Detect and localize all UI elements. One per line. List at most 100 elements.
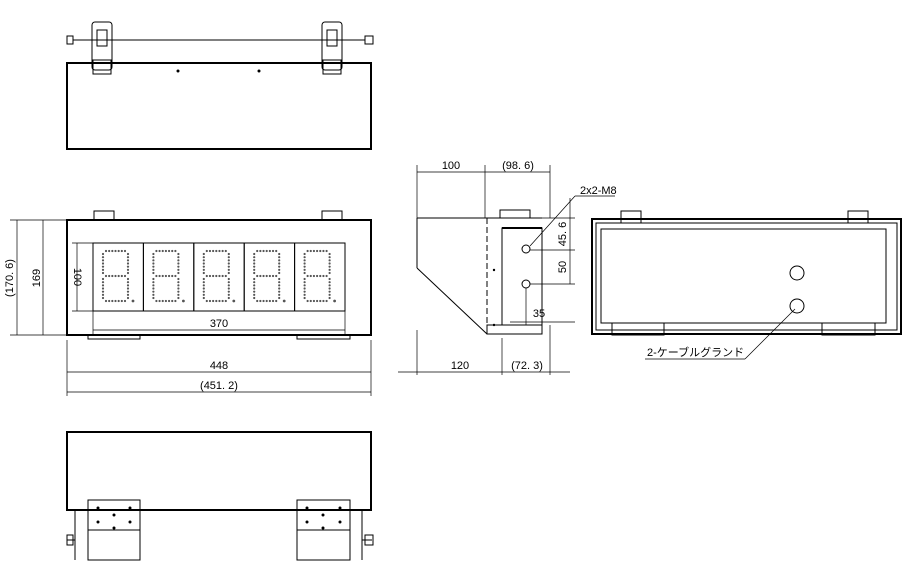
segment-dot xyxy=(152,284,155,287)
segment-dot xyxy=(278,259,281,262)
segment-dot xyxy=(152,290,155,293)
segment-dot xyxy=(152,287,155,290)
decimal-point xyxy=(131,299,135,303)
segment-dot xyxy=(227,293,230,296)
segment-dot xyxy=(152,259,155,262)
segment-dot xyxy=(278,265,281,268)
segment-dot xyxy=(278,262,281,265)
segment-dot xyxy=(101,284,105,287)
segment-dot xyxy=(271,249,275,253)
segment-dot xyxy=(253,277,256,281)
digit-cell xyxy=(294,242,346,312)
segment-dot xyxy=(227,265,230,268)
segment-dot xyxy=(227,277,230,281)
segment-dot xyxy=(253,262,256,265)
segment-dot xyxy=(101,259,105,262)
segment-dot xyxy=(205,299,208,303)
segment-dot xyxy=(117,299,120,303)
segment-dot xyxy=(208,274,212,278)
segment-dot xyxy=(253,281,256,284)
segment-dot xyxy=(322,274,325,278)
segment-dot xyxy=(126,293,130,296)
dim-height-overall: (170. 6) xyxy=(4,259,16,297)
segment-dot xyxy=(177,262,180,265)
segment-dot xyxy=(253,252,256,256)
segment-dot xyxy=(126,277,130,281)
segment-dot xyxy=(161,274,164,278)
segment-dot xyxy=(167,249,171,253)
segment-dot xyxy=(224,249,227,253)
segment-dot xyxy=(155,249,158,253)
segment-dot xyxy=(253,259,256,262)
segment-dot xyxy=(208,299,212,303)
hinge-right xyxy=(296,499,351,561)
segment-dot xyxy=(167,299,171,303)
segment-dot xyxy=(262,274,265,278)
segment-dot xyxy=(126,259,130,262)
segment-dot xyxy=(303,252,306,256)
segment-dot xyxy=(328,277,331,281)
segment-dot xyxy=(303,262,306,265)
segment-dot xyxy=(221,274,224,278)
segment-dot xyxy=(262,249,265,253)
segment-dot xyxy=(268,299,271,303)
segment-dot xyxy=(325,249,328,253)
segment-dot xyxy=(265,299,268,303)
segment-dot xyxy=(177,287,180,290)
segment-dot xyxy=(177,265,180,268)
dim-top-left: 100 xyxy=(442,160,460,172)
segment-dot xyxy=(155,274,158,278)
segment-dot xyxy=(221,249,224,253)
segment-dot xyxy=(309,299,312,303)
segment-dot xyxy=(177,259,180,262)
segment-dot xyxy=(120,299,123,303)
side-view xyxy=(398,165,615,375)
segment-dot xyxy=(152,281,155,284)
segment-dot xyxy=(101,252,105,256)
segment-dot xyxy=(126,256,130,259)
segment-dot xyxy=(202,259,205,262)
segment-dot xyxy=(278,252,281,256)
dim-upper-vertical: 45. 6 xyxy=(557,222,569,246)
segment-dot xyxy=(221,299,224,303)
segment-dot xyxy=(114,274,117,278)
segment-dot xyxy=(126,262,130,265)
segment-dot xyxy=(126,296,130,300)
segment-dot xyxy=(253,293,256,296)
segment-dot xyxy=(104,299,108,303)
segment-dot xyxy=(177,290,180,293)
segment-dot xyxy=(205,274,208,278)
segment-dot xyxy=(265,274,268,278)
segment-dot xyxy=(312,249,316,253)
segment-dot xyxy=(328,296,331,300)
segment-dot xyxy=(303,277,306,281)
segment-dot xyxy=(262,299,265,303)
segment-dot xyxy=(171,249,174,253)
segment-dot xyxy=(101,256,105,259)
segment-dot xyxy=(278,293,281,296)
segment-dot xyxy=(164,249,167,253)
segment-dot xyxy=(259,249,262,253)
segment-dot xyxy=(278,290,281,293)
segment-dot xyxy=(218,299,221,303)
segment-dot xyxy=(303,290,306,293)
segment-dot xyxy=(158,274,161,278)
segment-dot xyxy=(303,256,306,259)
segment-dot xyxy=(253,290,256,293)
segment-dot xyxy=(174,299,177,303)
segment-dot xyxy=(328,256,331,259)
segment-dot xyxy=(152,293,155,296)
dim-width: 448 xyxy=(210,360,228,372)
segment-dot xyxy=(328,259,331,262)
segment-dot xyxy=(224,274,227,278)
segment-dot xyxy=(275,299,278,303)
latch-left xyxy=(91,21,113,75)
segment-dot xyxy=(120,249,123,253)
segment-dot xyxy=(212,274,215,278)
segment-dot xyxy=(212,299,215,303)
segment-dot xyxy=(256,274,259,278)
segment-dot xyxy=(303,284,306,287)
segment-dot xyxy=(152,277,155,281)
segment-dot xyxy=(319,274,322,278)
